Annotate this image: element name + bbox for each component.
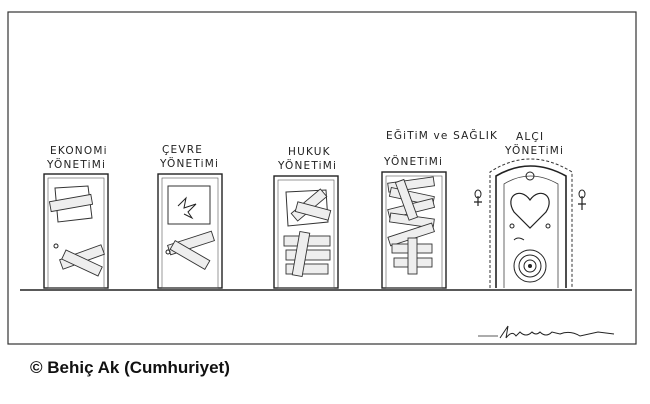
door-label-bottom: YÖNETiMi: [159, 157, 219, 170]
door-hukuk: HUKUK YÖNETiMi: [273, 146, 339, 289]
door-label-bottom: YÖNETiMi: [46, 158, 106, 171]
door-egitim-saglik: EĞiTiM ve SAĞLIK YÖNETiMi: [381, 129, 498, 289]
photo-credit: © Behiç Ak (Cumhuriyet): [30, 358, 230, 377]
door-alci: ALÇI YÖNETiMi: [474, 131, 586, 288]
cartoon-illustration: EKONOMi YÖNETiMi ÇEVRE YÖNETiMi HUKUK YÖ…: [7, 11, 637, 345]
door-label-top: ALÇI: [516, 131, 544, 143]
artist-signature: [478, 325, 615, 339]
door-cevre: ÇEVRE YÖNETiMi: [157, 144, 223, 289]
door-label-top: ÇEVRE: [162, 144, 203, 156]
door-label-top: EKONOMi: [50, 145, 108, 157]
door-label-bottom: YÖNETiMi: [504, 144, 564, 157]
cartoon-frame: [7, 11, 637, 345]
door-label-top: HUKUK: [288, 146, 331, 158]
door-label-bottom: YÖNETiMi: [383, 155, 443, 168]
door-label-bottom: YÖNETiMi: [277, 159, 337, 172]
door-ekonomi: EKONOMi YÖNETiMi: [43, 145, 109, 289]
door-label-top: EĞiTiM ve SAĞLIK: [386, 129, 498, 142]
